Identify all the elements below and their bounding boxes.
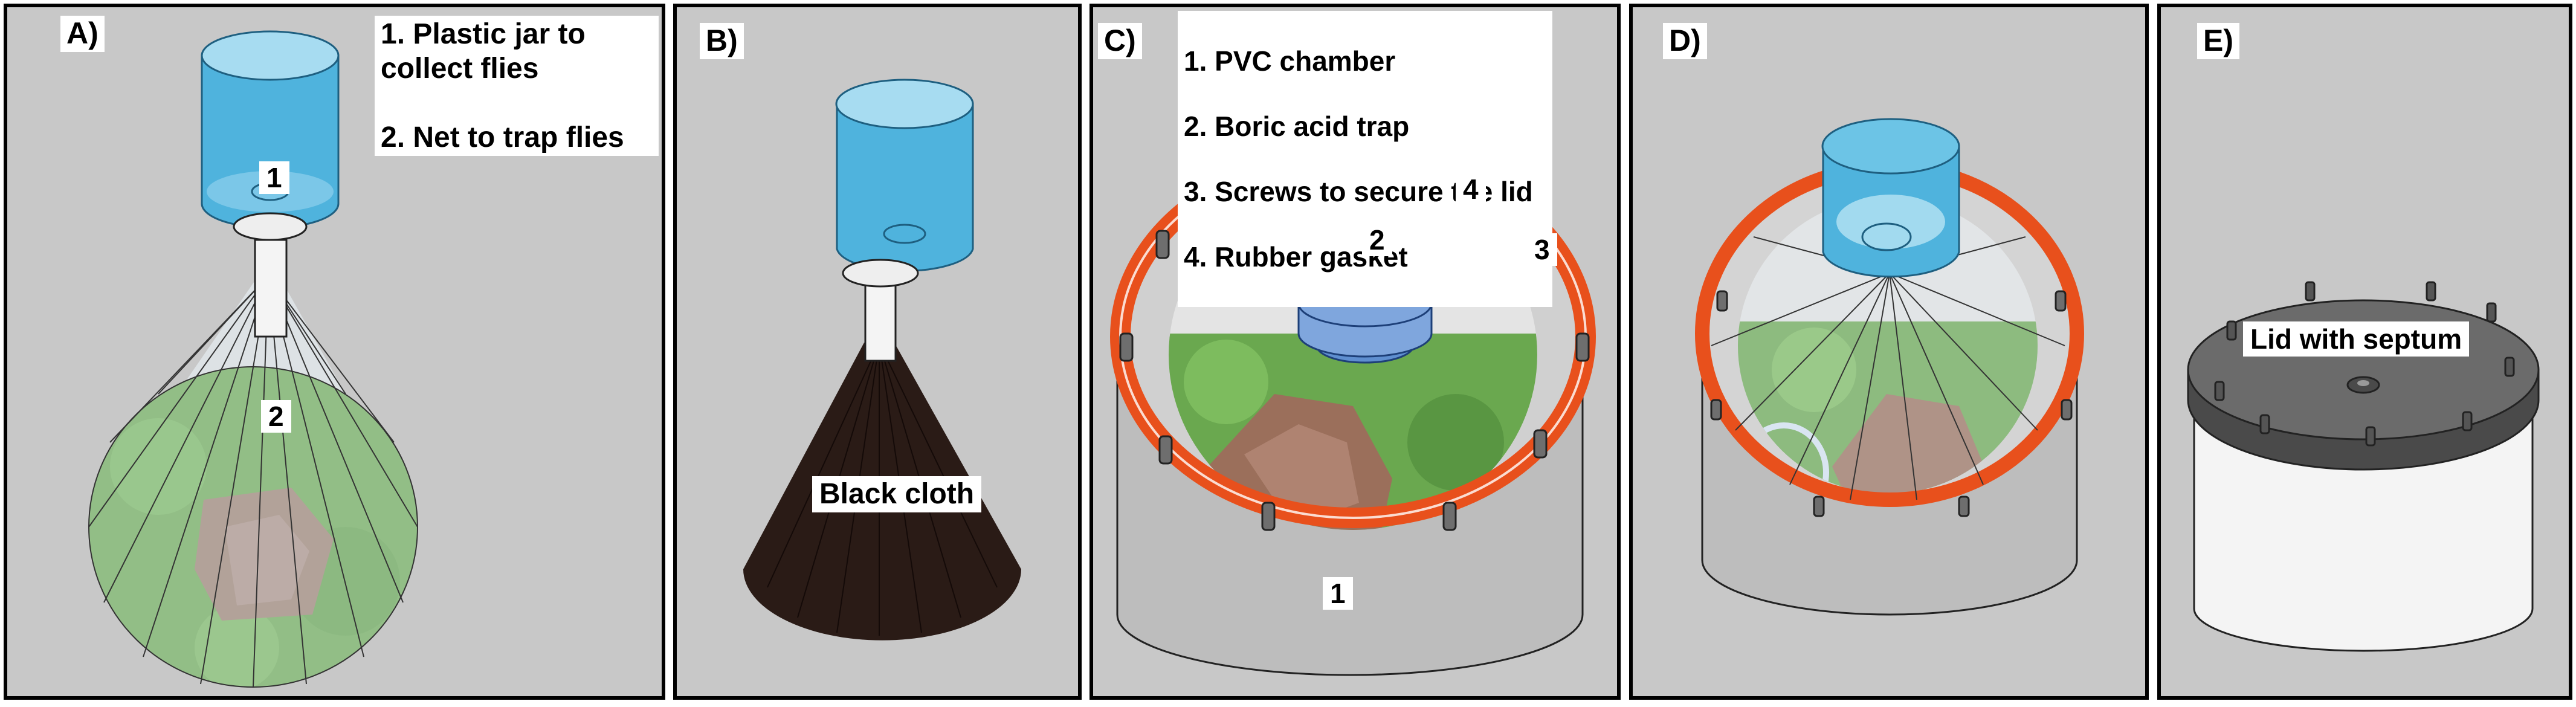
jar-number-label: 1: [259, 161, 289, 194]
net-icon: [88, 276, 418, 688]
jar-icon: [835, 79, 974, 288]
legend-item-screws: 3. Screws to secure the lid: [1184, 176, 1533, 207]
panel-b: B) Black cloth: [673, 4, 1082, 700]
screws-icon: [1710, 290, 2073, 517]
panel-b-letter: B): [700, 23, 744, 59]
panel-e: E) Lid with septum: [2157, 4, 2572, 700]
panel-d-letter: D): [1663, 23, 1707, 59]
legend-item-boric-acid-trap: 2. Boric acid trap: [1184, 111, 1410, 142]
screws-icon: [2214, 281, 2515, 447]
assembled-trap-illustration: [1695, 118, 2084, 616]
panel-d: D): [1629, 4, 2149, 700]
legend-item-pvc-chamber: 1. PVC chamber: [1184, 45, 1396, 77]
panel-c: C) 1. PVC chamber 2. Boric acid trap 3. …: [1089, 4, 1621, 700]
boric-trap-number-label: 2: [1362, 224, 1392, 256]
net-trap-illustration: [88, 30, 418, 688]
jar-icon: [1821, 118, 1960, 278]
black-cloth-trap-illustration: [743, 79, 1021, 641]
septum-icon: [2346, 376, 2380, 394]
panel-c-letter: C): [1098, 23, 1142, 59]
funnel-neck: [254, 239, 288, 338]
panel-a-legend: 1. Plastic jar to collect flies 2. Net t…: [375, 16, 659, 156]
legend-item-rubber-gasket: 4. Rubber gasket: [1184, 241, 1408, 273]
net-number-label: 2: [261, 400, 291, 433]
panel-e-letter: E): [2197, 23, 2239, 59]
pvc-chamber-number-label: 1: [1323, 577, 1353, 610]
panel-a: A) 1. Plastic jar to collect flies 2. Ne…: [4, 4, 665, 700]
panel-a-letter: A): [60, 16, 105, 52]
lid-with-septum-label: Lid with septum: [2243, 321, 2470, 357]
panel-c-legend: 1. PVC chamber 2. Boric acid trap 3. Scr…: [1178, 11, 1552, 307]
gasket-number-label: 4: [1456, 173, 1486, 205]
screws-number-label: 3: [1527, 233, 1557, 266]
black-cloth-label: Black cloth: [812, 476, 982, 512]
jar-icon: [201, 30, 340, 241]
funnel-neck: [864, 284, 897, 362]
rock-icon: [1832, 394, 1989, 494]
net-icon: [1711, 236, 2065, 500]
